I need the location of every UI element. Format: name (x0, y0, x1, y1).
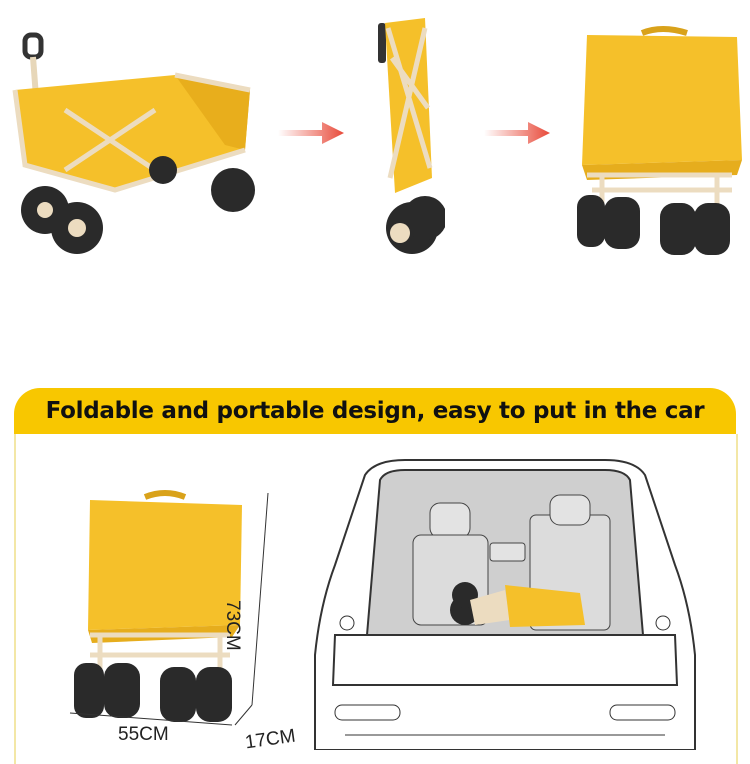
wagon-folded-illustration (577, 26, 742, 255)
arrow-right-icon (278, 122, 344, 144)
wagon-folding-illustration (378, 18, 445, 254)
width-dimension-label: 55CM (118, 724, 169, 745)
car-trunk-illustration (314, 459, 696, 750)
wagon-open-illustration (12, 32, 255, 254)
feature-banner: Foldable and portable design, easy to pu… (14, 388, 736, 434)
folded-wagon-dimensions-illustration (69, 490, 269, 726)
arrow-right-icon (484, 122, 550, 144)
height-dimension-label: 73CM (222, 600, 243, 651)
banner-title: Foldable and portable design, easy to pu… (45, 398, 705, 424)
feature-panel (14, 434, 738, 764)
